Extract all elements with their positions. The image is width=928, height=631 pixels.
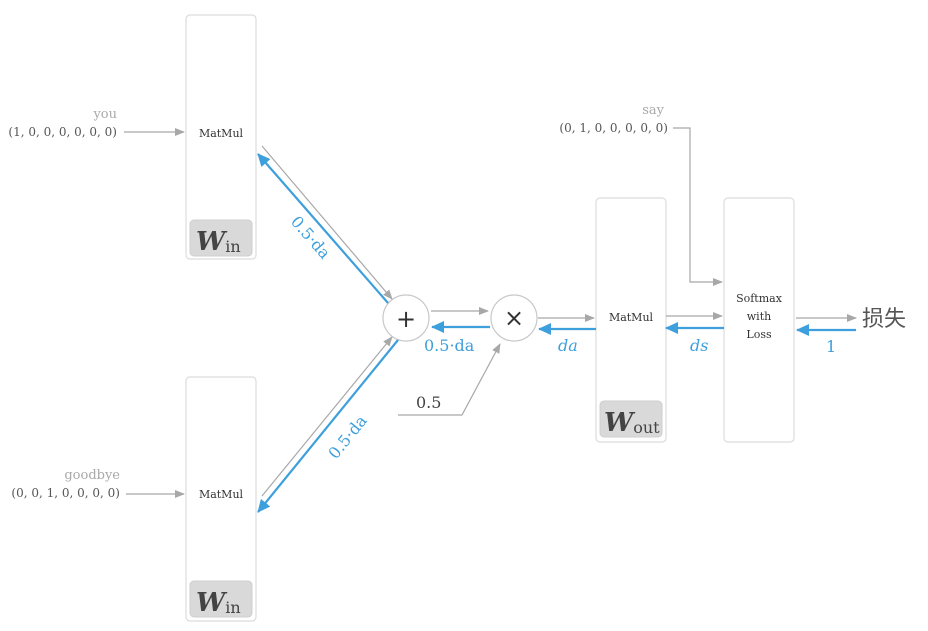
times-icon: × bbox=[504, 304, 524, 332]
softmax-loss-box bbox=[723, 197, 795, 443]
input-vector-goodbye: (0, 0, 1, 0, 0, 0, 0) bbox=[11, 486, 120, 500]
matmul-top-label: MatMul bbox=[199, 127, 244, 140]
forward-arrow-bottom-to-add bbox=[261, 336, 393, 497]
weight-out-label: Wout bbox=[604, 408, 660, 438]
input-word-goodbye: goodbye bbox=[64, 468, 120, 483]
weight-in-top bbox=[189, 219, 253, 257]
weight-out bbox=[599, 400, 663, 438]
matmul-out-box bbox=[595, 197, 667, 443]
loss-label: 损失 bbox=[862, 307, 906, 332]
matmul-out-label: MatMul bbox=[609, 311, 654, 324]
grad-label-mult-in: da bbox=[558, 336, 578, 355]
softmax-label-line1: Softmax bbox=[736, 292, 783, 305]
matmul-bottom-box bbox=[185, 376, 257, 622]
target-vector-say: (0, 1, 0, 0, 0, 0, 0) bbox=[559, 121, 668, 135]
target-word-say: say bbox=[642, 103, 664, 118]
forward-arrow-constant-to-mult bbox=[398, 343, 501, 416]
multiply-node bbox=[490, 294, 538, 342]
softmax-label-line2: with bbox=[747, 310, 771, 323]
forward-arrow-target-to-softmax bbox=[673, 127, 723, 286]
constant-half: 0.5 bbox=[416, 393, 441, 412]
matmul-top-box bbox=[185, 14, 257, 260]
plus-icon: + bbox=[396, 305, 416, 333]
input-word-you: you bbox=[92, 107, 117, 122]
matmul-bottom-label: MatMul bbox=[199, 488, 244, 501]
grad-label-score: ds bbox=[690, 336, 708, 355]
add-node bbox=[382, 294, 430, 342]
weight-in-bottom-label: Win bbox=[196, 588, 241, 618]
softmax-label-line3: Loss bbox=[746, 328, 772, 341]
backward-arrow-add-to-top bbox=[257, 153, 389, 304]
grad-label-lower: 0.5·da bbox=[324, 411, 371, 462]
forward-arrow-top-to-add bbox=[261, 145, 393, 300]
weight-in-bottom bbox=[189, 580, 253, 618]
backward-arrow-add-to-bottom bbox=[257, 339, 399, 513]
grad-label-upper: 0.5·da bbox=[287, 212, 335, 263]
input-vector-you: (1, 0, 0, 0, 0, 0, 0) bbox=[8, 125, 117, 139]
weight-in-top-label: Win bbox=[196, 227, 241, 257]
grad-label-add-in: 0.5·da bbox=[424, 336, 475, 355]
grad-label-loss: 1 bbox=[826, 337, 836, 356]
